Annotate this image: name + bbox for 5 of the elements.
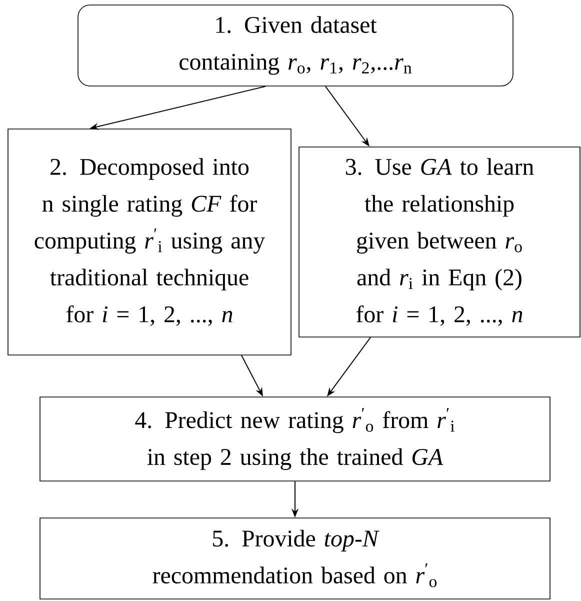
process-box: 3. Use GA to learn the relationship given between r$_{o}$ and r$_{i}$ in Eqn (2) for i = 1, 2, ..., n	[298, 146, 580, 338]
process-box: 2. Decomposed into n single rating CF for computing r$^{′}$$_{i}$ using any traditional technique for i = 1, 2, ..., n	[8, 128, 292, 356]
process-box: 4. Predict new rating r$^{′}$$_{o}$ from r$^{′}$i in step 2 using the trained GA	[40, 396, 550, 482]
start-box: 1. Given dataset containing r$_{o}$, r$_{1}$, r$_{2}$,...r$_{n}$	[78, 4, 514, 86]
process-box: 5. Provide top-N recommendation based on r$^{′}$o	[40, 518, 550, 600]
